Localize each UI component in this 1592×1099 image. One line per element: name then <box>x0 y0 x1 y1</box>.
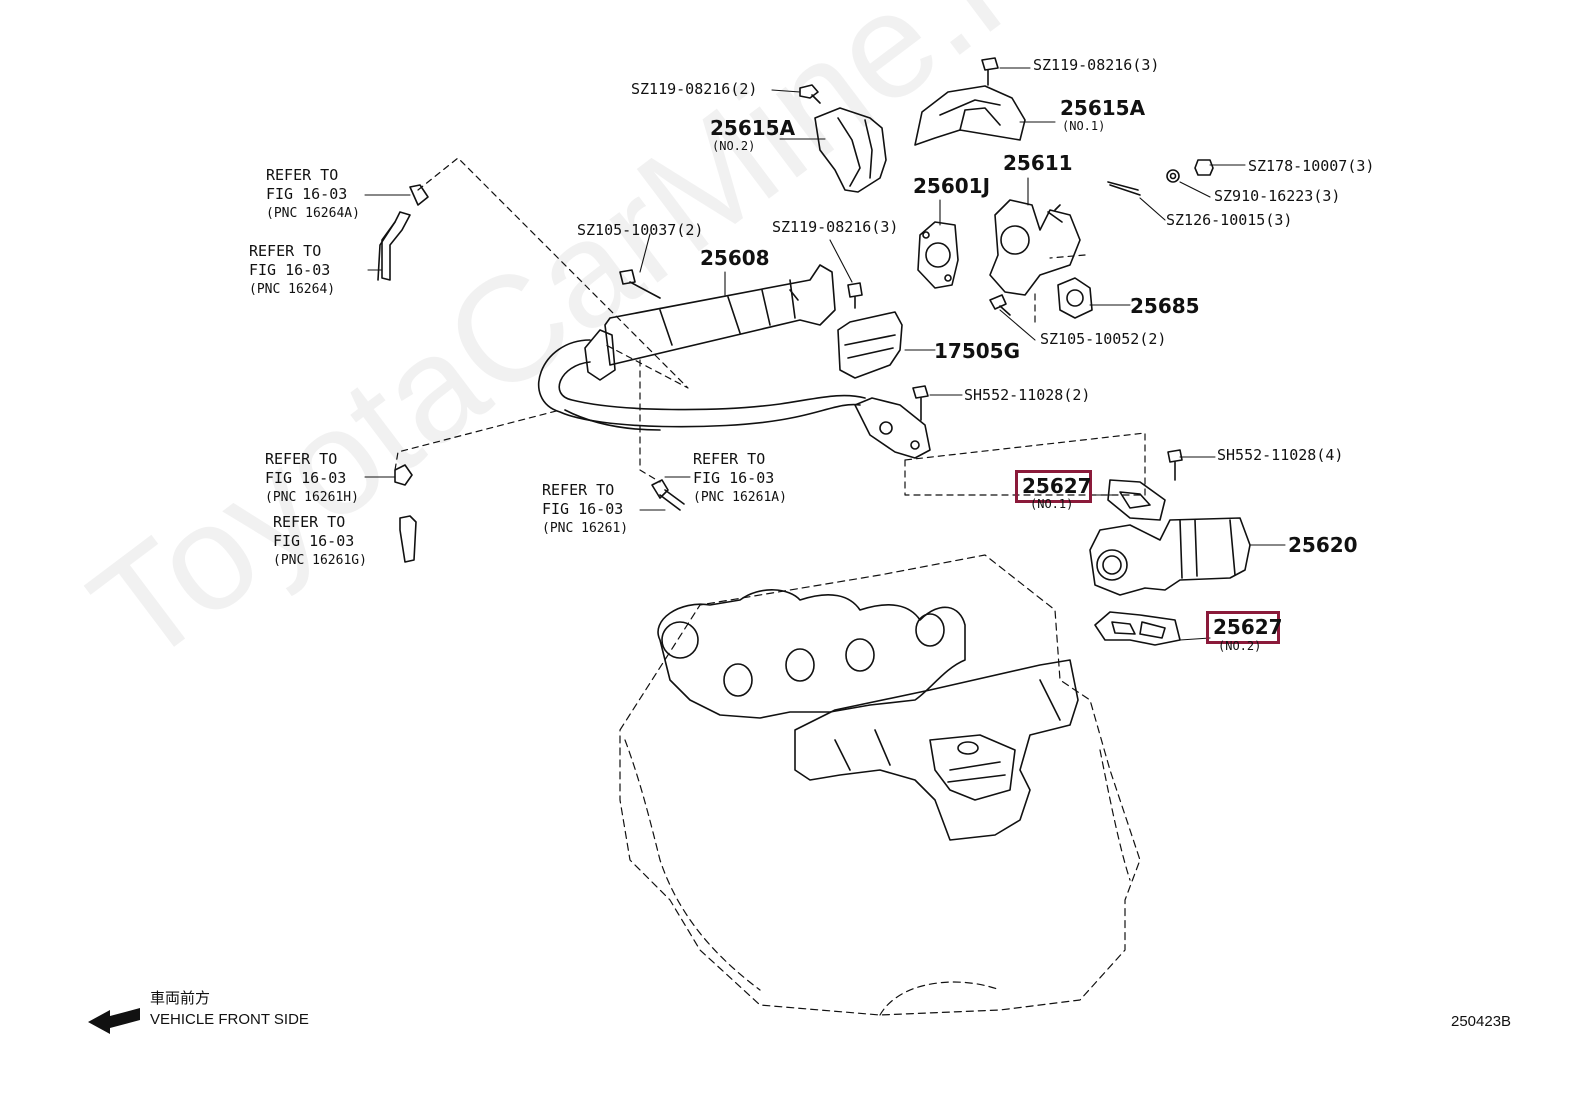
part-25615A-no1-sub: (NO.1) <box>1062 119 1106 133</box>
bolt-label: SH552-11028(4) <box>1217 446 1344 464</box>
refer-line2: FIG 16-03 <box>249 261 331 279</box>
part-25620: 25620 <box>1288 533 1358 557</box>
bolt-label: SZ119-08216(2) <box>631 80 758 98</box>
diagram-code: 250423B <box>1451 1013 1512 1030</box>
engine-outline <box>619 554 1141 1016</box>
bolt-label: SZ126-10015(3) <box>1166 211 1293 229</box>
refer-to-16261[interactable]: REFER TO FIG 16-03 (PNC 16261) <box>542 481 628 538</box>
refer-line3: (PNC 16261A) <box>693 490 787 505</box>
refer-line1: REFER TO <box>273 513 346 531</box>
part-25627-no2[interactable]: 25627 <box>1213 615 1283 639</box>
refer-line2: FIG 16-03 <box>273 532 355 550</box>
part-25627-no1-sub: (NO.1) <box>1030 497 1074 511</box>
refer-line3: (PNC 16261H) <box>265 490 359 505</box>
refer-line1: REFER TO <box>542 481 615 499</box>
refer-line3: (PNC 16264A) <box>266 206 360 221</box>
vehicle-front-jp: 車両前方 <box>150 990 211 1007</box>
highlight-25627-no2 <box>1206 611 1280 644</box>
vehicle-front-arrow <box>88 1008 140 1034</box>
refer-line1: REFER TO <box>265 450 338 468</box>
bolt-label: SZ119-08216(3) <box>1033 56 1160 74</box>
refer-line3: (PNC 16261G) <box>273 553 367 568</box>
part-25611: 25611 <box>1003 151 1073 175</box>
refer-line2: FIG 16-03 <box>266 185 348 203</box>
part-25615A-no1: 25615A <box>1060 96 1146 120</box>
refer-to-16261A[interactable]: REFER TO FIG 16-03 (PNC 16261A) <box>693 450 787 507</box>
part-25627-no1[interactable]: 25627 <box>1022 474 1092 498</box>
dashed-leader-lines <box>394 157 1146 496</box>
refer-line2: FIG 16-03 <box>693 469 775 487</box>
part-25627-no2-sub: (NO.2) <box>1218 639 1262 653</box>
refer-line3: (PNC 16264) <box>249 282 336 297</box>
part-25608: 25608 <box>700 246 770 270</box>
refer-to-16261G[interactable]: REFER TO FIG 16-03 (PNC 16261G) <box>273 513 367 570</box>
bolt-label: SZ178-10007(3) <box>1248 157 1375 175</box>
part-25685: 25685 <box>1130 294 1200 318</box>
bolt-label: SZ105-10037(2) <box>577 221 704 239</box>
refer-to-16264A[interactable]: REFER TO FIG 16-03 (PNC 16264A) <box>266 166 360 223</box>
refer-line1: REFER TO <box>693 450 766 468</box>
refer-line2: FIG 16-03 <box>542 500 624 518</box>
refer-line1: REFER TO <box>266 166 339 184</box>
part-17505G: 17505G <box>934 339 1020 363</box>
refer-line1: REFER TO <box>249 242 322 260</box>
part-25615A-no2-sub: (NO.2) <box>712 139 756 153</box>
vehicle-front-label: VEHICLE FRONT SIDE <box>150 1011 309 1028</box>
bolt-label: SZ105-10052(2) <box>1040 330 1167 348</box>
refer-line2: FIG 16-03 <box>265 469 347 487</box>
refer-line3: (PNC 16261) <box>542 521 629 536</box>
bolt-label: SH552-11028(2) <box>964 386 1091 404</box>
refer-to-16261H[interactable]: REFER TO FIG 16-03 (PNC 16261H) <box>265 450 359 507</box>
refer-to-16264[interactable]: REFER TO FIG 16-03 (PNC 16264) <box>249 242 335 299</box>
bolt-label: SZ119-08216(3) <box>772 218 899 236</box>
leader-lines <box>364 67 1286 641</box>
bolt-label: SZ910-16223(3) <box>1214 187 1341 205</box>
part-25615A-no2: 25615A <box>710 116 796 140</box>
part-25601J: 25601J <box>913 174 991 198</box>
highlight-25627-no1 <box>1015 470 1092 503</box>
